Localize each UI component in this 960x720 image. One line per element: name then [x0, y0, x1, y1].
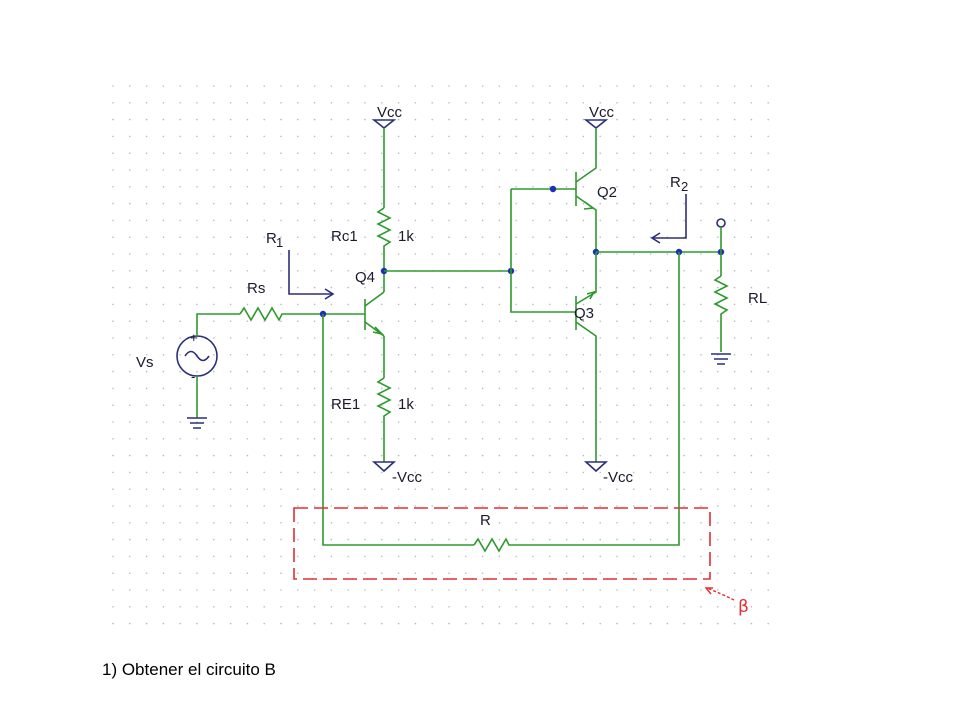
beta-label: β — [738, 597, 749, 617]
source-vs: + - — [176, 313, 240, 418]
r2-label: R — [670, 174, 681, 191]
resistor-rc1 — [376, 207, 392, 292]
vcc-right-label: Vcc — [589, 104, 615, 121]
resistor-r-feedback — [473, 537, 511, 553]
r1-subscript: 1 — [276, 235, 283, 250]
q4-label: Q4 — [355, 269, 375, 286]
q2-label: Q2 — [597, 184, 617, 201]
resistor-rl — [713, 275, 729, 352]
resistor-rs — [239, 306, 323, 322]
schematic-grid — [112, 85, 769, 625]
vs-plus-sign: + — [190, 330, 198, 345]
rc1-label: Rc1 — [331, 228, 358, 245]
re1-label: RE1 — [331, 396, 360, 413]
transistor-q3 — [575, 252, 597, 462]
ground-rl — [711, 353, 731, 365]
neg-vcc-left-symbol — [371, 461, 397, 473]
base-node-q2 — [549, 185, 557, 193]
neg-vcc-right-label: -Vcc — [603, 469, 634, 486]
ground-vs — [187, 417, 207, 429]
feedback-network-box — [293, 507, 711, 580]
rl-label: RL — [748, 290, 767, 307]
rs-label: Rs — [247, 280, 265, 297]
transistor-q2 — [575, 128, 597, 252]
r2-arrow — [650, 194, 687, 244]
caption-text: 1) Obtener el circuito B — [102, 660, 276, 679]
output-terminal — [716, 218, 726, 228]
neg-vcc-right-symbol — [583, 461, 609, 473]
vs-minus-sign: - — [191, 369, 195, 384]
q3-label: Q3 — [574, 305, 594, 322]
r-feedback-label: R — [480, 512, 491, 529]
vcc-right-symbol — [583, 119, 609, 130]
beta-pointer-arrow — [704, 587, 735, 601]
r1-label: R — [266, 230, 277, 247]
resistor-re1 — [376, 377, 392, 462]
vs-label: Vs — [136, 354, 154, 371]
re1-value: 1k — [398, 396, 414, 413]
vcc-left-symbol — [371, 119, 397, 130]
r1-arrow — [288, 250, 335, 300]
neg-vcc-left-label: -Vcc — [392, 469, 423, 486]
r2-subscript: 2 — [681, 179, 688, 194]
transistor-q4 — [364, 291, 385, 337]
rc1-value: 1k — [398, 228, 414, 245]
vcc-left-label: Vcc — [377, 104, 403, 121]
